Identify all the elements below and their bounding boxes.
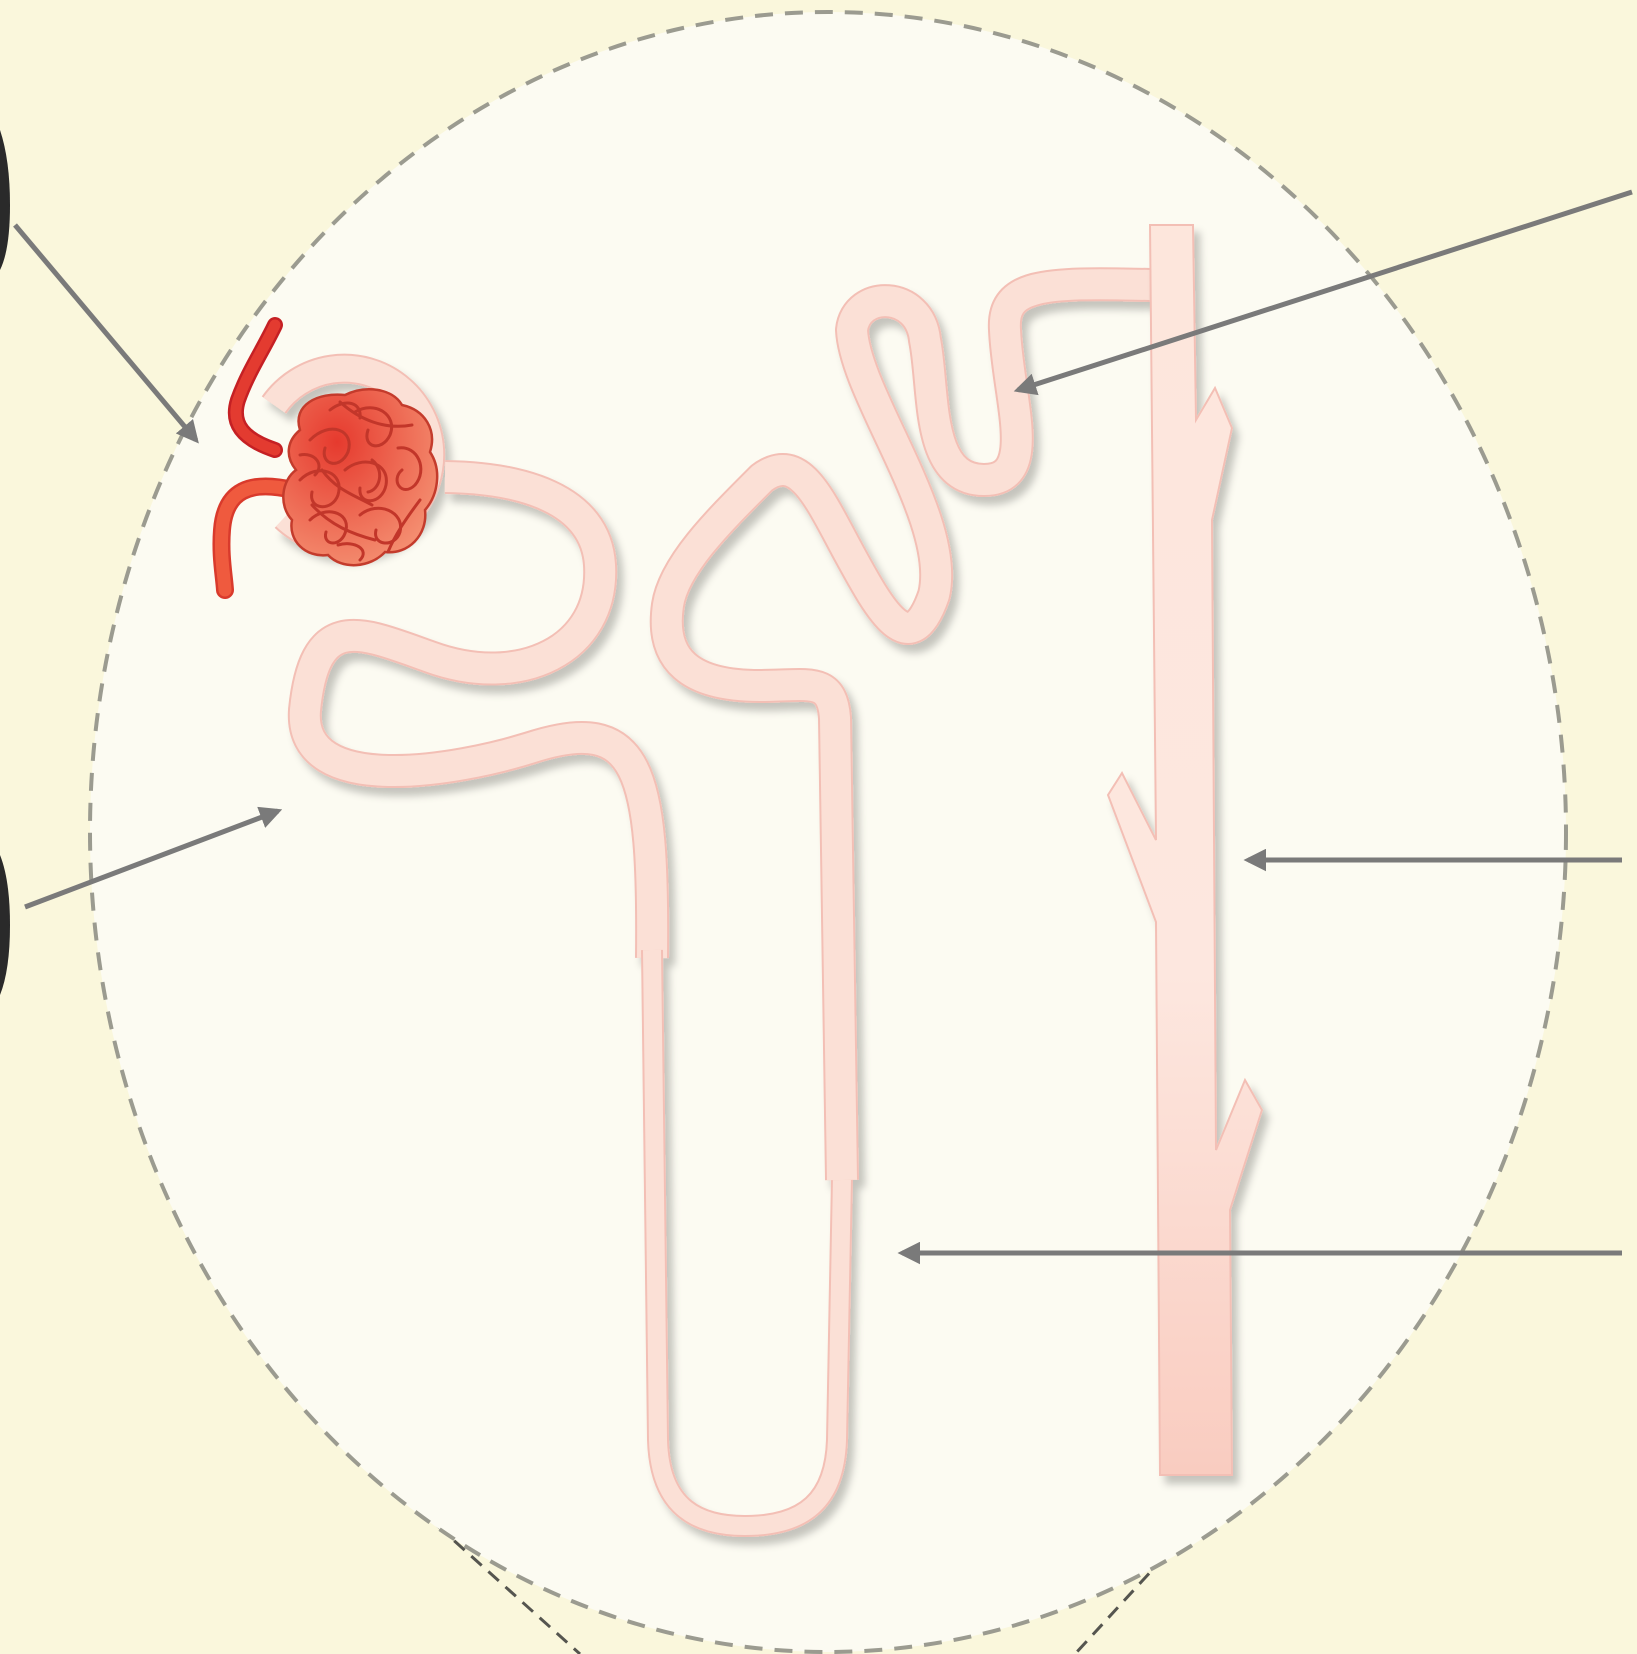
glomerulus <box>283 389 437 565</box>
